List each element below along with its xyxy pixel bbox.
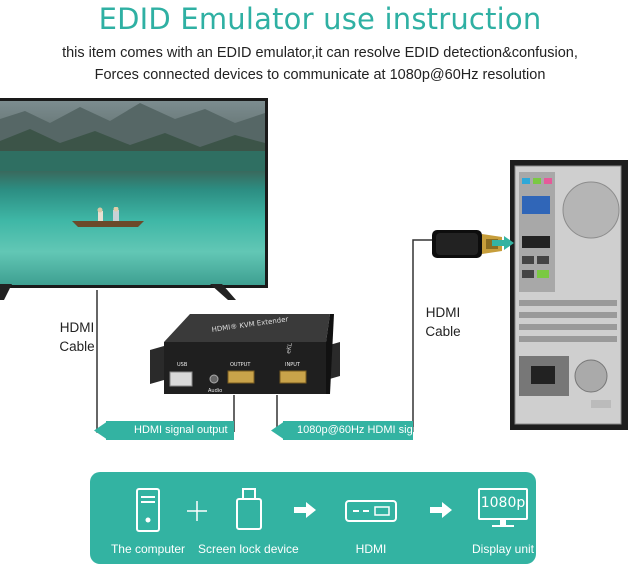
- boat-icon: [72, 207, 144, 227]
- tv-stand-left: [0, 284, 12, 300]
- hdmi-cable-label-right: HDMI Cable: [425, 305, 461, 339]
- tag-output-text: HDMI signal output: [134, 424, 228, 436]
- flow-panel: The computer Screen lock device HDMI 108…: [90, 472, 536, 564]
- port-label-output: OUTPUT: [230, 362, 251, 368]
- subtitle-line-1: this item comes with an EDID emulator,it…: [62, 45, 578, 61]
- tv-screen-landscape: [0, 101, 265, 285]
- arrow-left-icon: [94, 421, 108, 440]
- port-label-input: INPUT: [285, 362, 301, 368]
- hdmi-kvm-extender: USB Audio OUTPUT INPUT HDMI® KVM Extende…: [150, 314, 340, 394]
- hdmi-signal-input-tag: 1080p@60Hz HDMI signal: [271, 421, 427, 440]
- monitor-resolution-text: 1080p: [480, 495, 526, 511]
- computer-tower-icon: [136, 488, 160, 532]
- television: [0, 98, 268, 308]
- hdmi-cable-label-left: HDMI Cable: [59, 320, 95, 354]
- connection-arrow-icon: [492, 236, 514, 250]
- port-label-usb: USB: [177, 362, 188, 368]
- device-brand: eKL: [285, 342, 294, 355]
- tv-frame: [0, 98, 268, 288]
- subtitle-line-2: Forces connected devices to communicate …: [94, 67, 546, 83]
- arrow-left-icon: [271, 421, 285, 440]
- port-label-audio: Audio: [208, 388, 222, 394]
- panel-label-screen-lock: Screen lock device: [198, 542, 299, 556]
- tv-stand-right: [210, 284, 236, 300]
- monitor-icon: 1080p: [478, 488, 528, 528]
- desktop-computer: [510, 160, 628, 430]
- plus-icon: [187, 501, 207, 521]
- hdmi-box-icon: [345, 500, 397, 522]
- panel-label-hdmi: HDMI: [355, 542, 387, 556]
- hdmi-signal-output-tag: HDMI signal output: [94, 421, 234, 440]
- arrow-right-icon: [294, 502, 316, 518]
- page-title: EDID Emulator use instruction: [98, 2, 542, 36]
- edid-dongle-icon: [236, 488, 262, 530]
- mountain-scenery: [0, 103, 265, 171]
- panel-label-computer: The computer: [110, 542, 186, 556]
- tag-input-text: 1080p@60Hz HDMI signal: [297, 424, 428, 436]
- arrow-right-icon: [430, 502, 452, 518]
- panel-label-display: Display unit: [471, 542, 535, 556]
